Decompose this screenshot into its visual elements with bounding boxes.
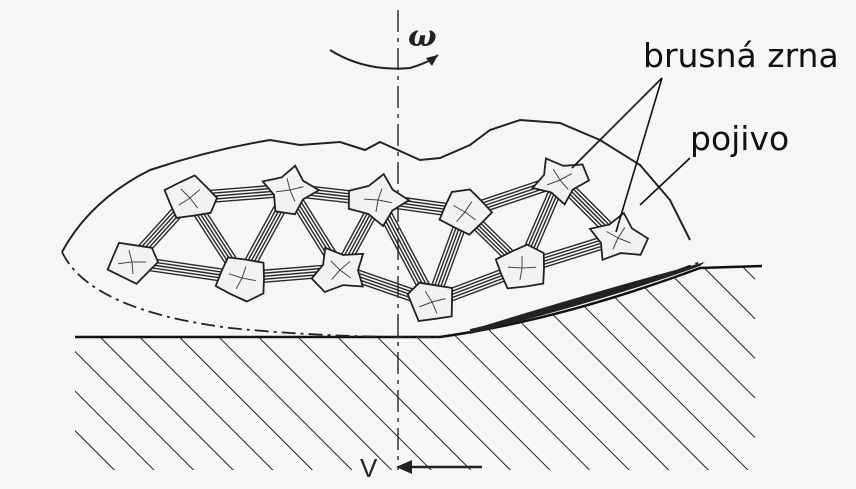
grain-facet [431, 301, 438, 314]
grain-facet [464, 201, 473, 213]
abrasive-grain [494, 243, 545, 290]
abrasive-grain [163, 174, 219, 219]
grain-facet [456, 211, 466, 222]
grain-facet [241, 266, 247, 279]
abrasive-grain [406, 281, 454, 322]
grain-facet [552, 169, 561, 181]
grain-facet [559, 173, 573, 181]
grain-facet [178, 197, 191, 206]
grain-facet [331, 269, 341, 280]
grain-facet [507, 266, 523, 269]
binder-strand [382, 196, 438, 300]
grain-facet [118, 261, 133, 265]
abrasive-grain [214, 256, 265, 303]
abrasive-grain [106, 241, 160, 285]
grain-facet [375, 199, 379, 212]
grain-facet [424, 291, 433, 303]
grain-facet [521, 266, 537, 269]
grain-facet [377, 199, 392, 204]
grain-facet [617, 227, 626, 239]
grain-facet [286, 178, 291, 191]
grain-facet [289, 186, 304, 191]
velocity-arrow [396, 460, 482, 474]
abrasive-grains [106, 157, 650, 322]
grain-facet [189, 189, 201, 199]
grain-facet [547, 179, 561, 186]
grain-facet [377, 188, 383, 201]
grain-facet [339, 261, 351, 271]
grain-facet [228, 273, 243, 279]
grain-leaders [571, 77, 663, 233]
rotation-arrow [329, 49, 439, 70]
binder-leader [639, 157, 691, 206]
grain-facet [235, 277, 243, 290]
grain-facet [128, 250, 133, 263]
grain-facet [559, 179, 569, 190]
grain-facet [363, 198, 379, 201]
omega-label: ω [408, 19, 437, 54]
grain-facet [189, 197, 198, 209]
grain-facet [180, 188, 191, 199]
grain-facet [612, 237, 619, 250]
grain-facet [464, 211, 476, 221]
grain-facet [241, 277, 256, 282]
abrasive-grains-label: brusná zrna [643, 36, 839, 75]
grain-facet [276, 189, 291, 193]
grain-facet [519, 267, 523, 280]
grain-facet [453, 205, 466, 213]
velocity-label: V [360, 453, 378, 483]
grain-facet [330, 260, 341, 271]
grain-facet [131, 261, 134, 275]
grain-facet [419, 301, 433, 308]
grinding-wheel [61, 118, 705, 338]
grain-facet [606, 231, 619, 239]
abrasive-grain [310, 246, 365, 294]
binder-label: pojivo [690, 119, 789, 158]
grain-facet [617, 237, 631, 244]
grain-facet [339, 269, 351, 279]
grain-facet [431, 298, 446, 303]
grain-facet [289, 189, 296, 202]
